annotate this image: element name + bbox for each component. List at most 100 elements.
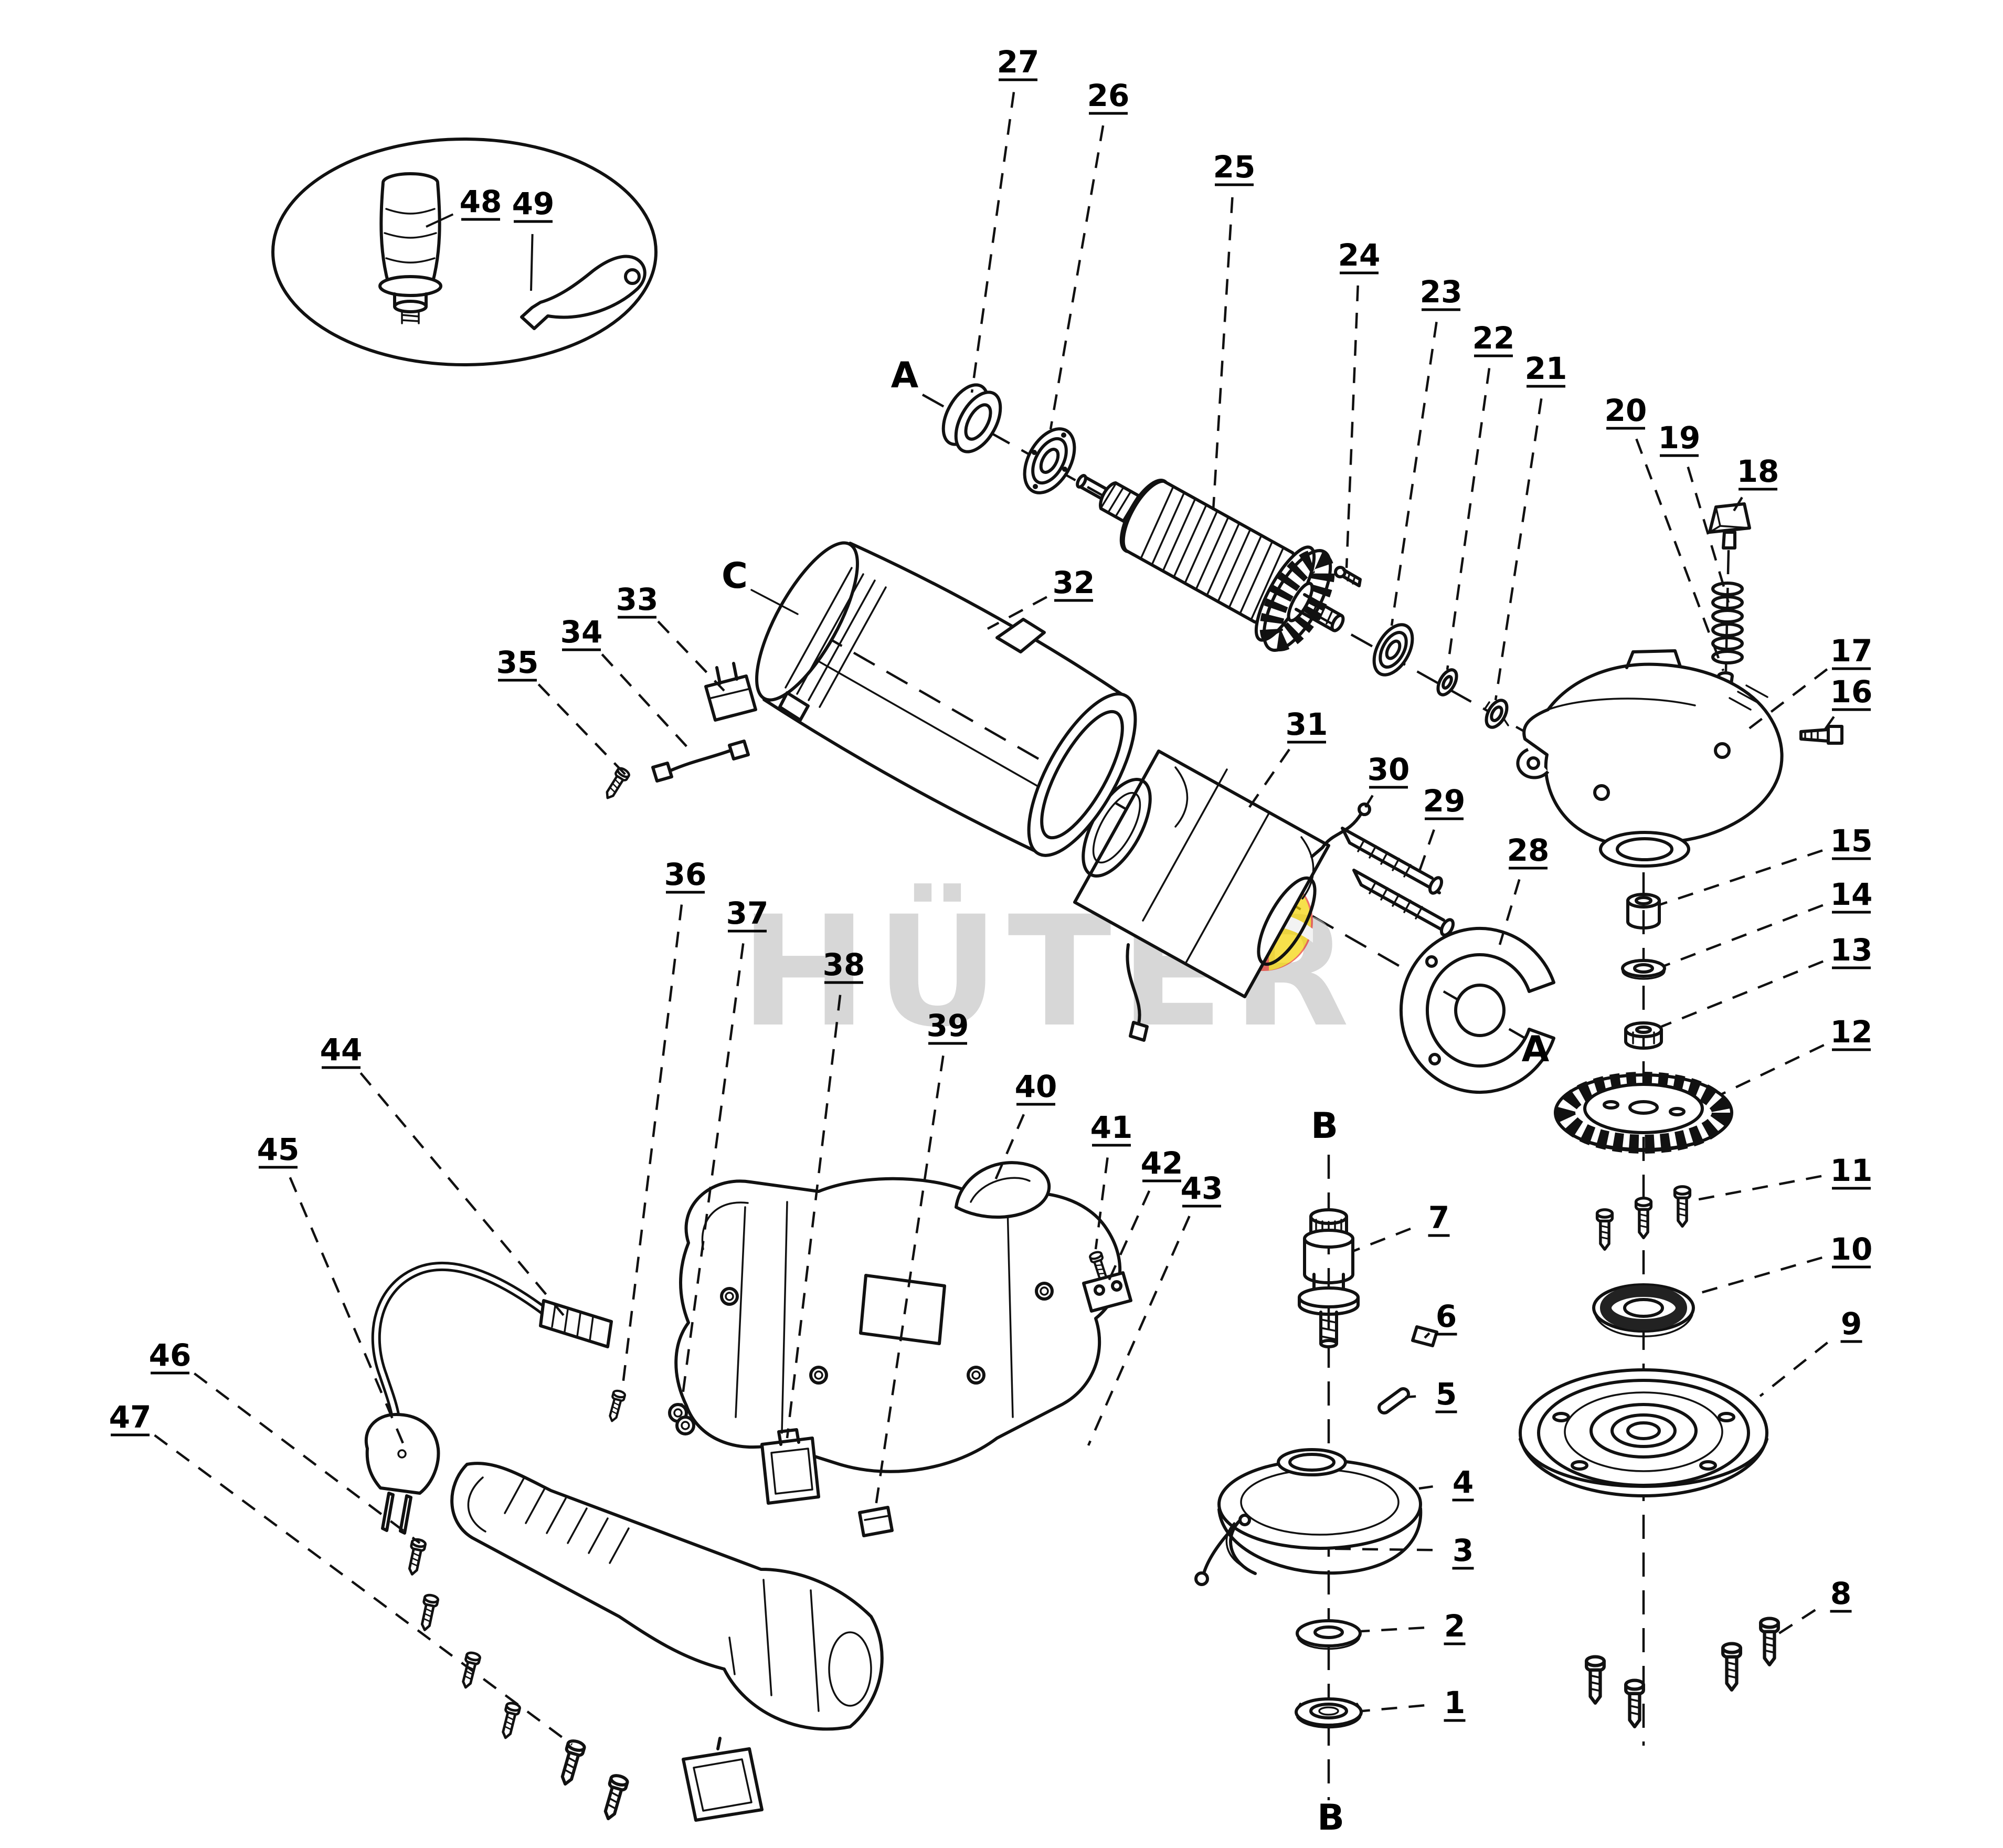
part-number: 18 [1737, 453, 1779, 489]
part-number: 45 [257, 1132, 300, 1167]
clamp-washer-2 [1296, 1619, 1362, 1650]
part-number: 29 [1423, 783, 1466, 819]
part-number: 11 [1830, 1153, 1873, 1188]
leader-line [1720, 1044, 1825, 1096]
pin-wrench-49 [520, 255, 647, 330]
gear-head-housing-17 [1516, 649, 1784, 868]
part-number: 42 [1141, 1145, 1183, 1181]
leader-line [1361, 1627, 1425, 1633]
wheel-guard-4 [1217, 1448, 1423, 1575]
leader-line [1094, 1157, 1109, 1250]
part-number: 22 [1472, 320, 1515, 356]
part-number: 35 [496, 645, 539, 680]
leader-line [1775, 1609, 1816, 1636]
switch-knob-18 [1708, 502, 1751, 550]
leader-line [1087, 1216, 1191, 1446]
ref-letter: A [1522, 1029, 1550, 1070]
part-number: 30 [1368, 752, 1410, 787]
ball-bearing-10 [1592, 1283, 1695, 1337]
fan-rim [1262, 549, 1332, 652]
part-number: 19 [1658, 420, 1701, 456]
ball-bearing-23 [1372, 623, 1414, 677]
leader-line [1635, 438, 1725, 671]
leader-line [1390, 322, 1438, 626]
stator-31 [1073, 749, 1330, 1042]
part-number: 2 [1444, 1608, 1465, 1644]
leader-line [537, 683, 627, 776]
part-number: 25 [1213, 149, 1256, 185]
lock-nut-13 [1624, 1021, 1663, 1050]
leader-line [1296, 1547, 1433, 1551]
part-number: 24 [1338, 237, 1381, 273]
part-number: 41 [1090, 1110, 1133, 1145]
part-number: 23 [1420, 274, 1462, 310]
part-number: 12 [1830, 1014, 1873, 1050]
leader-line [289, 1177, 405, 1444]
part-number: 49 [512, 186, 555, 221]
part-number: 1 [1444, 1685, 1465, 1720]
leader-line [1687, 466, 1730, 603]
retaining-ring-27 [941, 383, 1002, 453]
bearing-flange-9 [1519, 1368, 1768, 1497]
part-number: 21 [1525, 351, 1567, 386]
part-number: 38 [823, 947, 865, 983]
part-number: 44 [320, 1032, 363, 1068]
part-number: 40 [1015, 1069, 1057, 1104]
leader-line [154, 1434, 573, 1746]
leader-line [1498, 879, 1521, 945]
part-number: 4 [1453, 1464, 1474, 1500]
lead-wire-30 [1310, 802, 1371, 858]
plug-pin [399, 1494, 412, 1535]
leader-line [1245, 748, 1290, 814]
plug [364, 1413, 440, 1535]
accessories-group [271, 138, 658, 366]
leader-line [1661, 960, 1824, 1028]
leader-line [874, 1055, 945, 1510]
motor-housing-32 [755, 541, 1137, 857]
leader-line [1494, 398, 1543, 701]
trigger-lever-40 [955, 1161, 1051, 1219]
armature-rotor-25 [1076, 474, 1345, 652]
part-number: 7 [1428, 1200, 1449, 1235]
leader-line [530, 234, 534, 291]
flange-nut-1 [1295, 1697, 1363, 1729]
leader-line [601, 653, 690, 749]
fan-blades [1259, 549, 1335, 652]
screw-24 [1334, 566, 1362, 587]
part-number: 28 [1507, 832, 1550, 868]
leader-line [1759, 1342, 1828, 1397]
gear-teeth [1556, 1072, 1731, 1154]
cable-clamp-37 [668, 1403, 695, 1435]
leader-line [1212, 197, 1234, 511]
part-number: 20 [1605, 393, 1647, 428]
leader-line [1446, 368, 1491, 670]
leader-line [680, 943, 745, 1407]
leader-line [786, 995, 842, 1439]
part-number: 33 [616, 582, 659, 617]
part-number: 31 [1286, 706, 1328, 742]
leader-line [970, 92, 1015, 393]
leader-line [1416, 829, 1435, 876]
bevel-gear-12 [1554, 1072, 1733, 1154]
power-cord-45 [364, 1262, 613, 1535]
part-number: 16 [1830, 674, 1873, 710]
switch-block-38 [760, 1428, 820, 1505]
part-number: 15 [1830, 823, 1873, 859]
spindle-collar [1599, 831, 1690, 868]
connector-wire-34 [651, 740, 750, 783]
housing-half-43 [674, 1177, 1122, 1473]
part-number: 48 [460, 184, 502, 219]
nut-21 [1484, 699, 1509, 729]
leader-lines-layer [154, 92, 1835, 1746]
fan-hub [1287, 582, 1314, 622]
washer-14 [1621, 959, 1666, 980]
plug-pin [381, 1492, 395, 1532]
leader-line [1345, 285, 1359, 568]
part-number: 36 [664, 857, 707, 892]
spring-19 [1711, 582, 1744, 664]
leader-line [1362, 1704, 1425, 1713]
guard-clamp-3 [1194, 1514, 1257, 1586]
leader-line [1731, 497, 1743, 515]
